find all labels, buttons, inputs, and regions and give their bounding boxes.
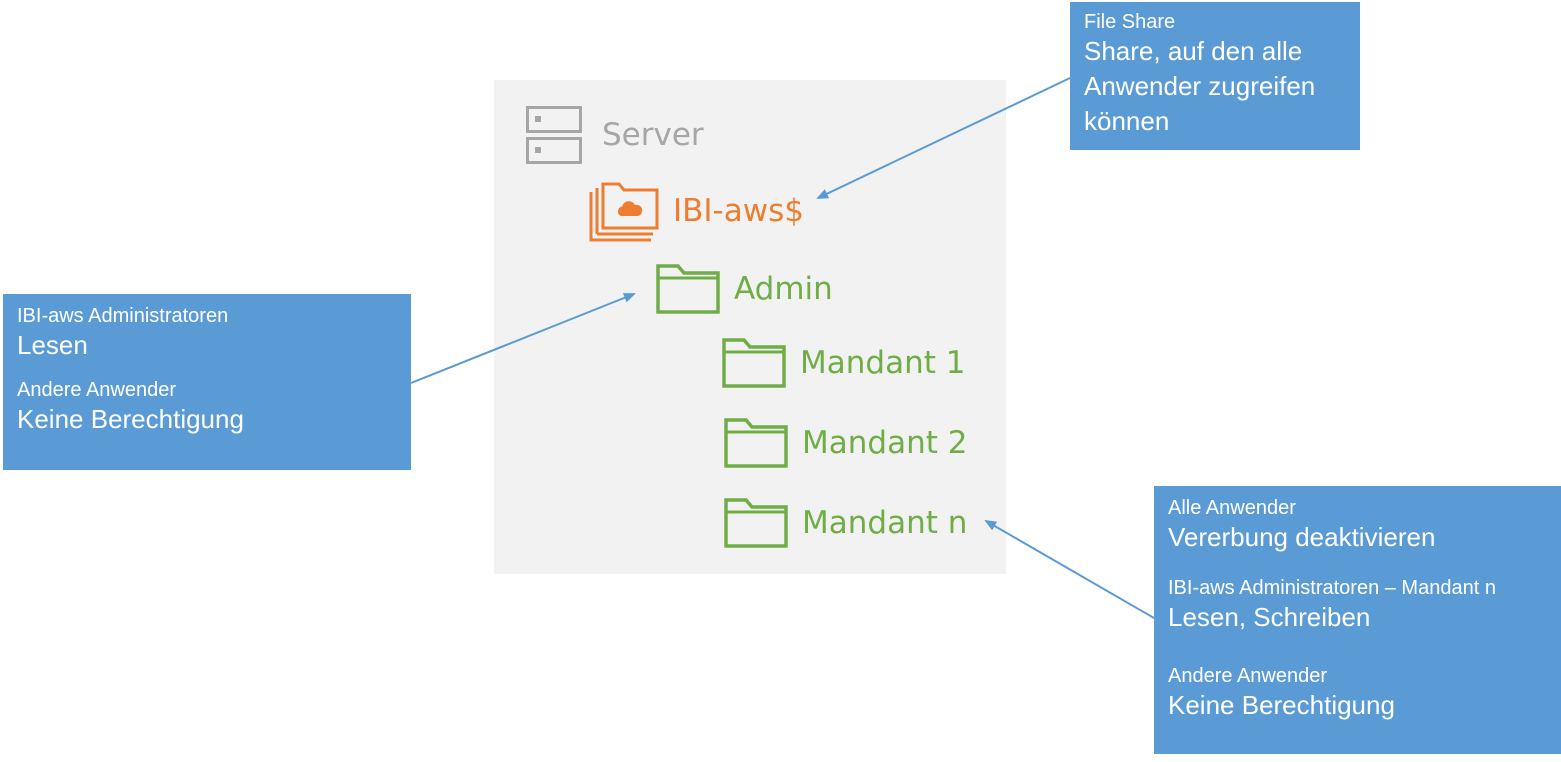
callout-mandant-n-heading-2: IBI-aws Administratoren – Mandant n (1168, 577, 1496, 599)
callout-admin-heading-1: IBI-aws Administratoren (17, 305, 229, 327)
server-label: Server (602, 117, 704, 153)
callout-mandant-n-text-2: Lesen, Schreiben (1168, 602, 1371, 632)
share-node: IBI-aws$ (589, 180, 804, 242)
arrow-admin (410, 293, 636, 384)
callout-file-share: File Share Share, auf den alle Anwender … (1070, 2, 1360, 150)
folder-admin-label: Admin (734, 271, 833, 307)
arrow-file-share (816, 77, 1071, 199)
callout-admin: IBI-aws Administratoren Lesen Andere Anw… (3, 294, 411, 470)
server-node: Server (526, 106, 704, 164)
arrow-mandant-n (984, 519, 1155, 619)
callout-admin-heading-2: Andere Anwender (17, 379, 177, 401)
share-label: IBI-aws$ (673, 193, 804, 229)
cloud-folder-icon (589, 182, 659, 242)
callout-mandant-n-text-1: Vererbung deaktivieren (1168, 522, 1436, 552)
folder-mandant-n: Mandant n (724, 498, 967, 548)
callout-admin-text-1: Lesen (17, 330, 88, 360)
folder-mandant-2-label: Mandant 2 (802, 425, 968, 461)
folder-mandant-n-label: Mandant n (802, 505, 968, 541)
callout-mandant-n-text-3: Keine Berechtigung (1168, 690, 1395, 720)
folder-icon (656, 264, 720, 314)
callout-admin-text-2: Keine Berechtigung (17, 404, 244, 434)
folder-mandant-1-label: Mandant 1 (800, 345, 966, 381)
callout-mandant-n-heading-3: Andere Anwender (1168, 665, 1328, 687)
callout-mandant-n-heading-1: Alle Anwender (1168, 497, 1296, 519)
callout-mandant-n: Alle Anwender Vererbung deaktivieren IBI… (1154, 486, 1561, 754)
folder-mandant-1: Mandant 1 (722, 338, 965, 388)
callout-file-share-heading: File Share (1084, 11, 1176, 33)
folder-admin: Admin (656, 264, 833, 314)
folder-icon (724, 418, 788, 468)
folder-icon (722, 338, 786, 388)
folder-icon (724, 498, 788, 548)
server-icon (526, 106, 582, 164)
callout-file-share-text: Share, auf den alle Anwender zugreifen k… (1084, 36, 1316, 136)
folder-mandant-2: Mandant 2 (724, 418, 967, 468)
